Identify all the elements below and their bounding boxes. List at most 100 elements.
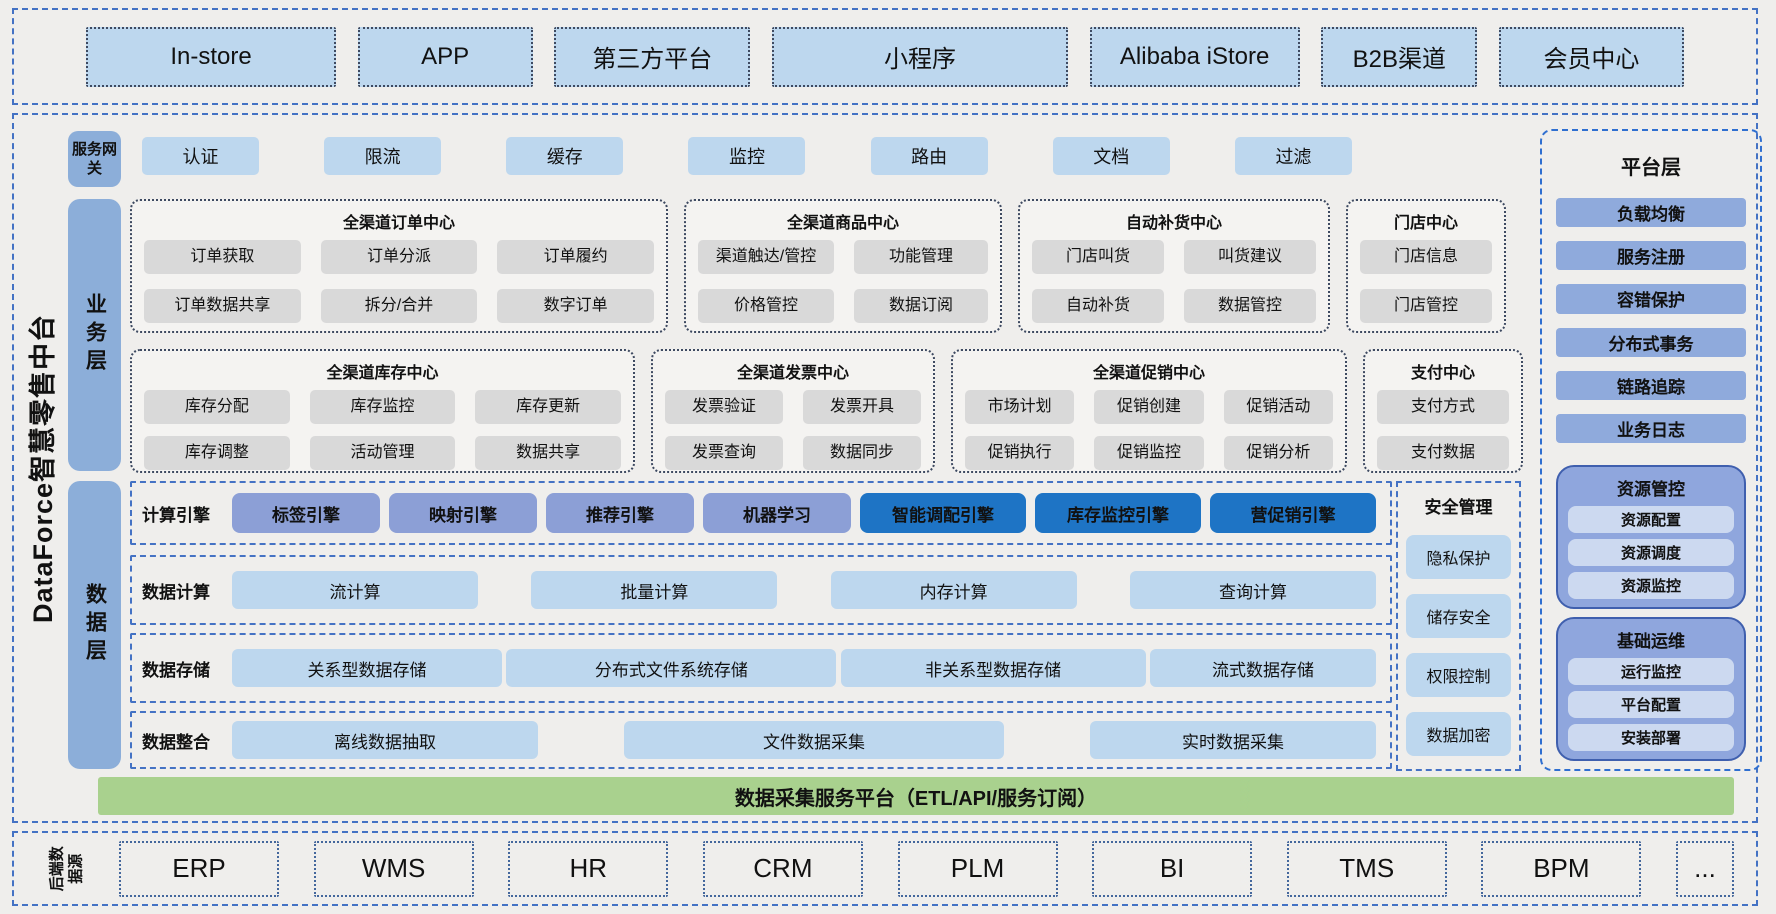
promotion-center-grid: 市场计划 促销创建 促销活动 促销执行 促销监控 促销分析 bbox=[965, 390, 1333, 470]
order-item: 订单履约 bbox=[497, 240, 654, 274]
storage-item: 分布式文件系统存储 bbox=[506, 649, 837, 687]
replenishment-center-grid: 门店叫货 叫货建议 自动补货 数据管控 bbox=[1032, 240, 1316, 323]
invoice-center-title: 全渠道发票中心 bbox=[736, 365, 849, 382]
engine-item: 标签引擎 bbox=[232, 493, 380, 533]
compute-item: 流计算 bbox=[232, 571, 478, 609]
source-bi: BI bbox=[1092, 840, 1253, 897]
integration-item: 文件数据采集 bbox=[624, 721, 1004, 759]
gateway-item-ratelimit: 限流 bbox=[324, 137, 442, 175]
replenishment-item: 门店叫货 bbox=[1032, 240, 1164, 274]
inventory-item: 库存监控 bbox=[309, 390, 456, 424]
backend-sources-container: 后端数据源 ERP WMS HR CRM PLM BI TMS BPM ... bbox=[12, 831, 1758, 906]
inventory-item: 活动管理 bbox=[309, 436, 456, 470]
resource-control-title: 资源管控 bbox=[1617, 480, 1685, 500]
data-storage-label: 数据存储 bbox=[142, 660, 210, 680]
security-item: 隐私保护 bbox=[1406, 535, 1511, 579]
source-erp: ERP bbox=[119, 840, 279, 897]
platform-layer-title: 平台层 bbox=[1621, 157, 1681, 179]
channel-in-store: In-store bbox=[86, 26, 336, 87]
order-item: 拆分/合并 bbox=[320, 289, 478, 323]
order-item: 数字订单 bbox=[497, 289, 654, 323]
data-integration-row: 数据整合 离线数据抽取 文件数据采集 实时数据采集 bbox=[130, 711, 1392, 769]
security-item: 权限控制 bbox=[1406, 653, 1511, 697]
promotion-item: 促销活动 bbox=[1223, 390, 1333, 424]
resource-control-item: 资源配置 bbox=[1568, 506, 1734, 534]
data-storage-items: 关系型数据存储 分布式文件系统存储 非关系型数据存储 流式数据存储 bbox=[232, 649, 1376, 687]
basic-ops-title: 基础运维 bbox=[1617, 632, 1685, 652]
channel-app: APP bbox=[357, 26, 533, 87]
data-storage-row: 数据存储 关系型数据存储 分布式文件系统存储 非关系型数据存储 流式数据存储 bbox=[130, 633, 1392, 703]
platform-item: 负载均衡 bbox=[1556, 198, 1746, 228]
resource-control-item: 资源监控 bbox=[1568, 572, 1734, 600]
store-center: 门店中心 门店信息 门店管控 bbox=[1346, 199, 1506, 333]
replenishment-item: 数据管控 bbox=[1184, 289, 1316, 323]
source-tms: TMS bbox=[1286, 840, 1447, 897]
gateway-item-monitor: 监控 bbox=[688, 137, 806, 175]
inventory-item: 数据共享 bbox=[475, 436, 621, 470]
platform-item: 业务日志 bbox=[1556, 413, 1746, 444]
engine-item: 机器学习 bbox=[703, 493, 851, 533]
basic-ops-item: 安装部署 bbox=[1568, 724, 1734, 752]
compute-engine-row: 计算引擎 标签引擎 映射引擎 推荐引擎 机器学习 智能调配引擎 库存监控引擎 营… bbox=[130, 481, 1392, 545]
source-bpm: BPM bbox=[1481, 840, 1642, 897]
resource-control-item: 资源调度 bbox=[1568, 539, 1734, 567]
platform-item: 容错保护 bbox=[1556, 284, 1746, 314]
payment-item: 支付数据 bbox=[1377, 436, 1509, 470]
data-compute-label: 数据计算 bbox=[142, 582, 210, 602]
inventory-center-title: 全渠道库存中心 bbox=[326, 365, 439, 382]
product-item: 价格管控 bbox=[698, 289, 834, 323]
promotion-item: 促销监控 bbox=[1094, 436, 1204, 470]
product-item: 渠道触达/管控 bbox=[698, 240, 834, 274]
platform-item: 链路追踪 bbox=[1556, 370, 1746, 400]
invoice-item: 发票查询 bbox=[665, 436, 783, 470]
platform-item: 服务注册 bbox=[1556, 241, 1746, 271]
gateway-item-doc: 文档 bbox=[1052, 137, 1170, 175]
source-wms: WMS bbox=[313, 840, 474, 897]
product-center-grid: 渠道触达/管控 功能管理 价格管控 数据订阅 bbox=[698, 240, 988, 323]
security-panel: 安全管理 隐私保护 储存安全 权限控制 数据加密 bbox=[1396, 481, 1521, 771]
invoice-item: 数据同步 bbox=[803, 436, 921, 470]
inventory-item: 库存分配 bbox=[144, 390, 290, 424]
business-layer-label: 业务层 bbox=[68, 199, 121, 471]
engine-item-dark: 营促销引擎 bbox=[1210, 493, 1376, 533]
invoice-center: 全渠道发票中心 发票验证 发票开具 发票查询 数据同步 bbox=[651, 349, 935, 473]
inventory-center-grid: 库存分配 库存监控 库存更新 库存调整 活动管理 数据共享 bbox=[144, 390, 621, 470]
channel-mini-program: 小程序 bbox=[771, 26, 1068, 87]
invoice-item: 发票验证 bbox=[665, 390, 783, 424]
source-plm: PLM bbox=[897, 840, 1058, 897]
resource-control-group: 资源管控 资源配置 资源调度 资源监控 bbox=[1556, 465, 1746, 610]
integration-item: 离线数据抽取 bbox=[232, 721, 538, 759]
gateway-item-auth: 认证 bbox=[142, 137, 259, 175]
channel-third-party: 第三方平台 bbox=[554, 26, 751, 87]
order-item: 订单获取 bbox=[144, 240, 301, 274]
store-item: 门店管控 bbox=[1360, 289, 1492, 323]
backend-sources-label: 后端数据源 bbox=[47, 846, 84, 892]
business-row-2: 全渠道库存中心 库存分配 库存监控 库存更新 库存调整 活动管理 数据共享 全渠… bbox=[130, 349, 1523, 473]
replenishment-item: 叫货建议 bbox=[1184, 240, 1316, 274]
order-center-title: 全渠道订单中心 bbox=[342, 215, 455, 232]
store-center-title: 门店中心 bbox=[1393, 215, 1458, 232]
compute-item: 批量计算 bbox=[531, 571, 778, 609]
etl-service-bar: 数据采集服务平台（ETL/API/服务订阅） bbox=[98, 777, 1734, 815]
product-item: 数据订阅 bbox=[854, 289, 988, 323]
storage-item: 流式数据存储 bbox=[1149, 649, 1376, 687]
payment-center-grid: 支付方式 支付数据 bbox=[1377, 390, 1509, 470]
order-center: 全渠道订单中心 订单获取 订单分派 订单履约 订单数据共享 拆分/合并 数字订单 bbox=[130, 199, 668, 333]
engine-item-dark: 智能调配引擎 bbox=[860, 493, 1026, 533]
replenishment-item: 自动补货 bbox=[1032, 289, 1164, 323]
gateway-item-route: 路由 bbox=[870, 137, 988, 175]
payment-center-title: 支付中心 bbox=[1410, 365, 1475, 382]
service-gateway-label: 服务网关 bbox=[68, 131, 121, 187]
security-title: 安全管理 bbox=[1424, 498, 1493, 517]
inventory-item: 库存调整 bbox=[144, 436, 290, 470]
promotion-center-title: 全渠道促销中心 bbox=[1092, 365, 1205, 382]
compute-item: 查询计算 bbox=[1129, 571, 1376, 609]
data-compute-items: 流计算 批量计算 内存计算 查询计算 bbox=[232, 571, 1376, 609]
product-item: 功能管理 bbox=[854, 240, 988, 274]
integration-item: 实时数据采集 bbox=[1090, 721, 1376, 759]
storage-item: 非关系型数据存储 bbox=[840, 649, 1146, 687]
security-item: 储存安全 bbox=[1406, 594, 1511, 638]
compute-engine-items: 标签引擎 映射引擎 推荐引擎 机器学习 智能调配引擎 库存监控引擎 营促销引擎 bbox=[232, 493, 1376, 533]
promotion-item: 促销执行 bbox=[965, 436, 1075, 470]
